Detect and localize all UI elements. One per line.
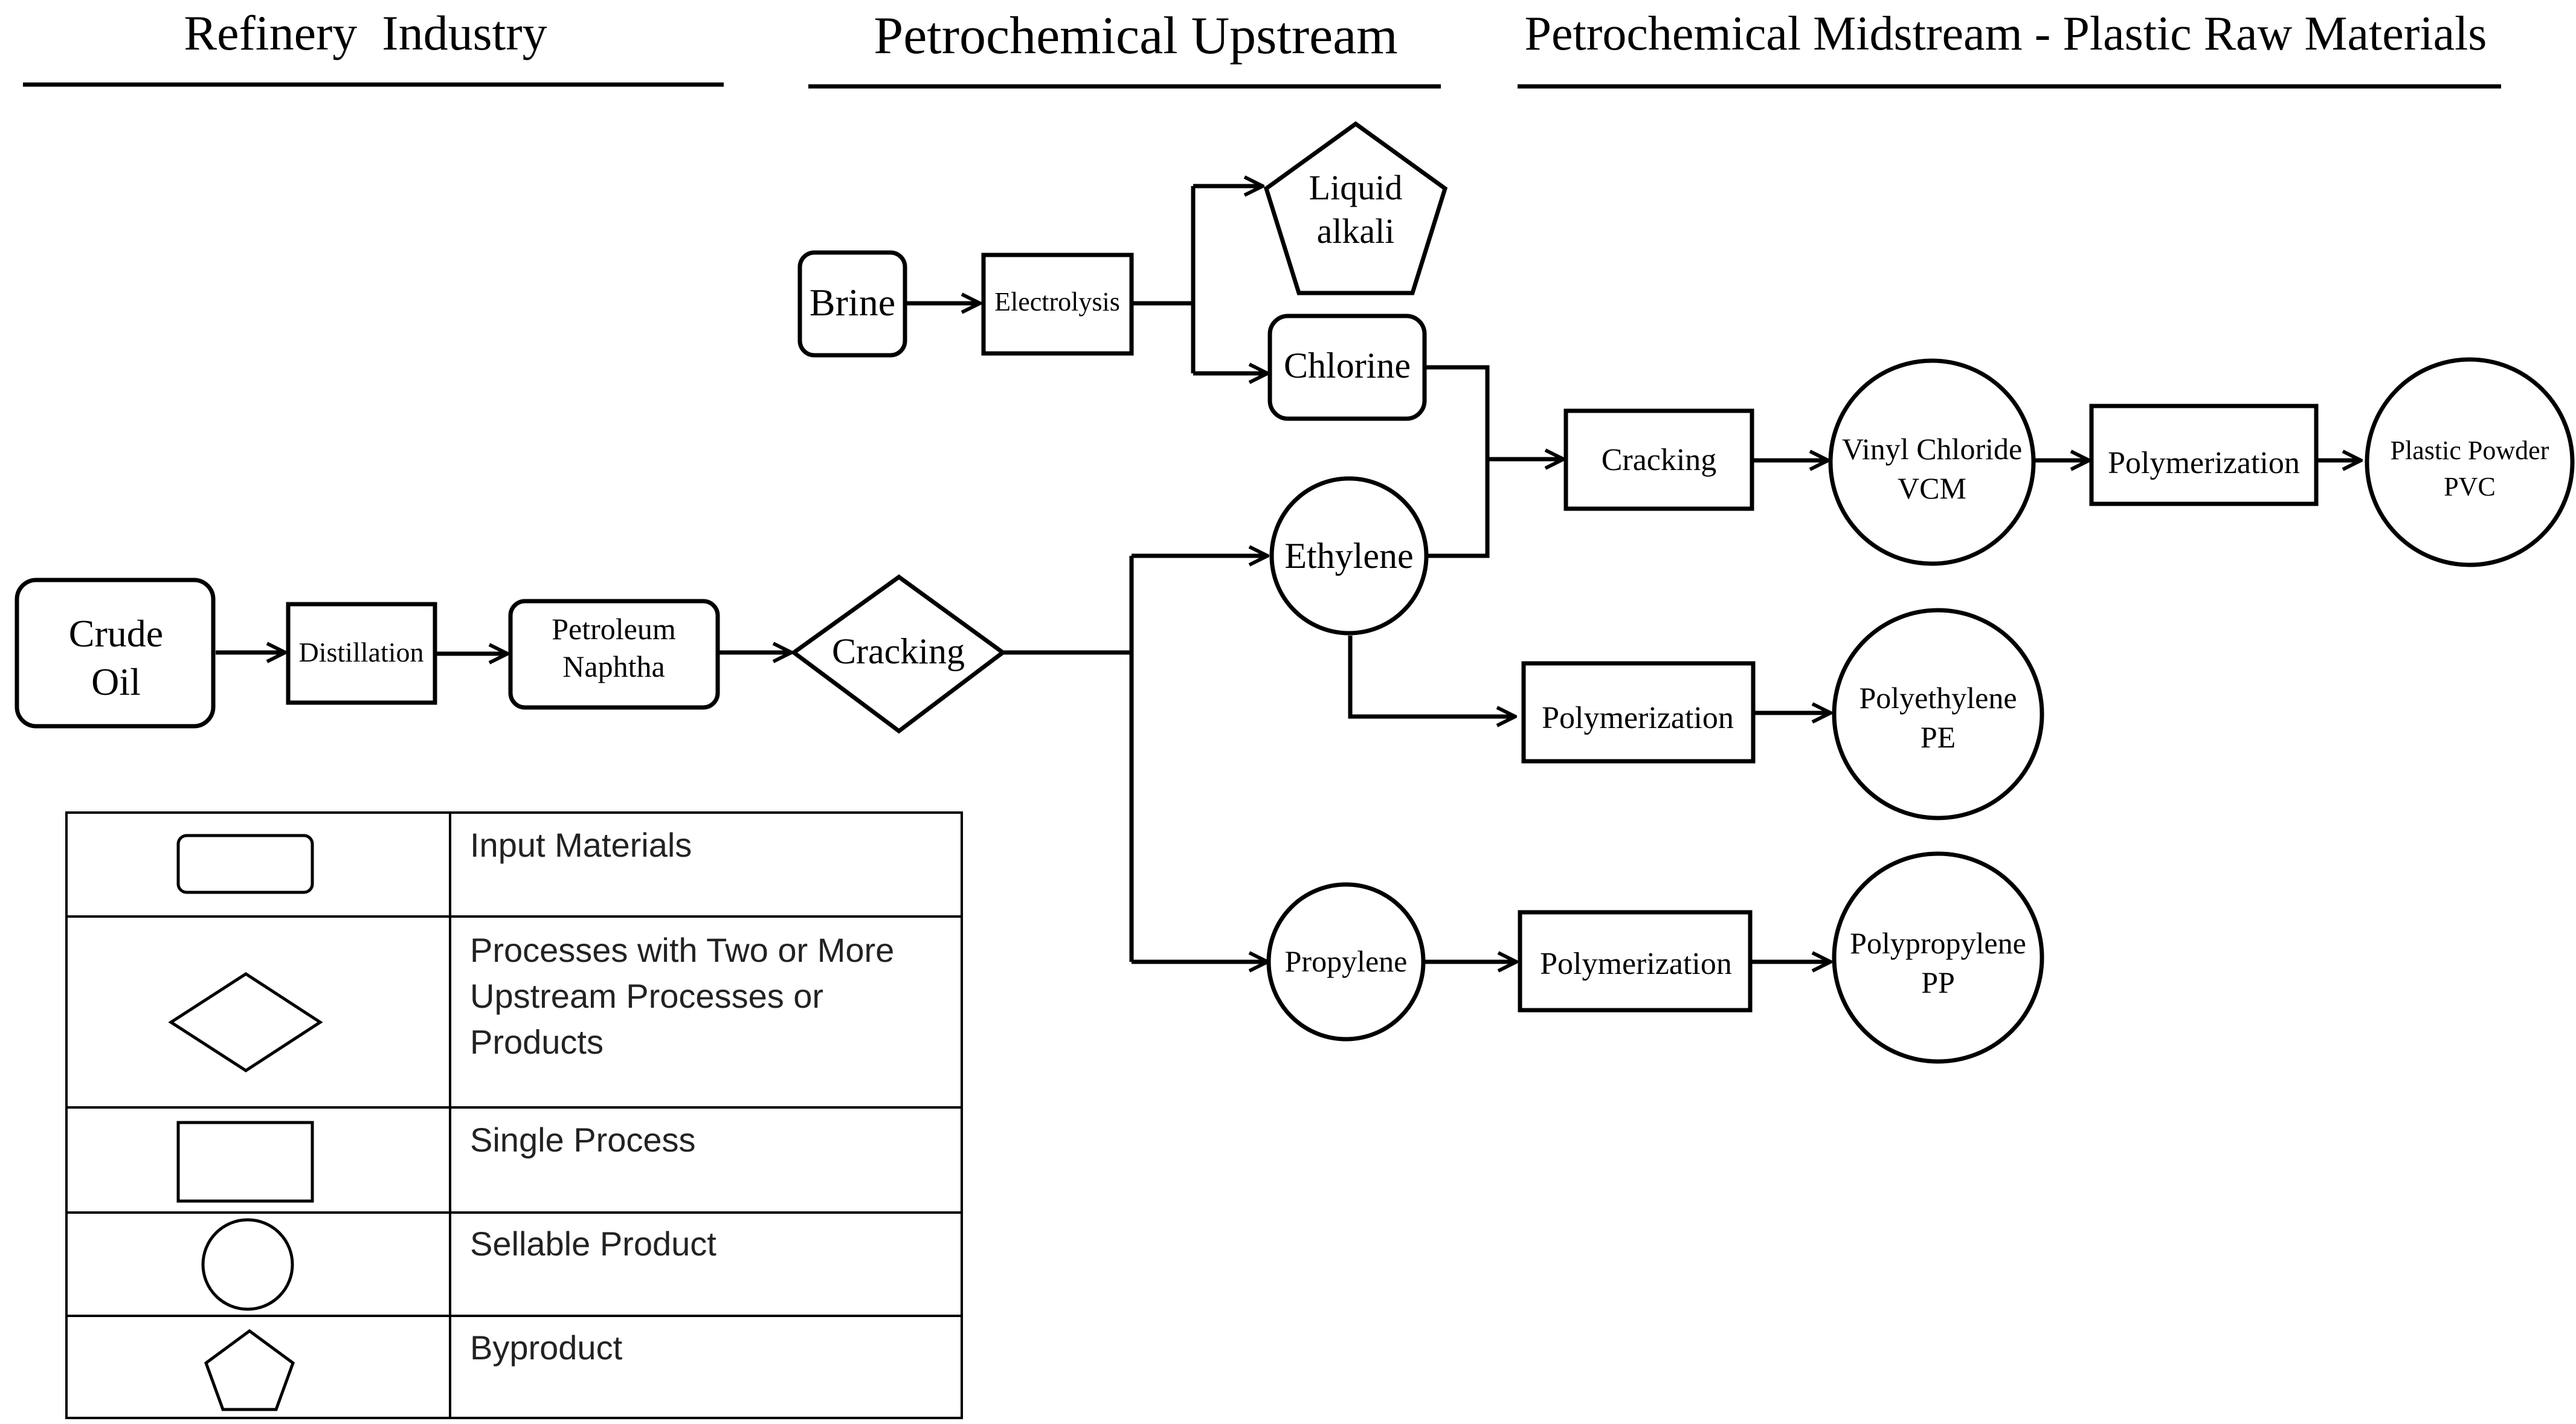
node-plastic-powder-pvc: Plastic Powder PVC	[2365, 357, 2575, 567]
naphtha-label-line-1: Petroleum	[552, 612, 676, 646]
header-midstream: Petrochemical Midstream - Plastic Raw Ma…	[1525, 7, 2487, 60]
arrow-ethylene-to-polymerization-pe	[1348, 636, 1515, 717]
vcm-label-line-1: Vinyl Chloride	[1842, 432, 2022, 466]
legend: Input Materials Processes with Two or Mo…	[65, 811, 963, 1419]
legend-label-processes-line-3: Products	[470, 1023, 604, 1061]
pe-label-line-2: PE	[1921, 720, 1956, 754]
node-liquid-alkali: Liquid alkali	[1263, 121, 1448, 295]
legend-label-processes-line-2: Upstream Processes or	[470, 977, 823, 1015]
line-chlorine-to-merge	[1425, 365, 1490, 558]
pp-label-line-1: Polypropylene	[1850, 926, 2026, 960]
node-vinyl-chloride: Vinyl Chloride VCM	[1828, 358, 2036, 566]
node-petroleum-naphtha: Petroleum Naphtha	[508, 599, 720, 710]
pvc-label-line-2: PVC	[2444, 472, 2496, 501]
vcm-label-line-2: VCM	[1898, 471, 1966, 505]
electrolysis-label: Electrolysis	[994, 287, 1120, 317]
chlorine-label: Chlorine	[1284, 346, 1411, 385]
legend-rounded-rectangle-icon	[176, 834, 314, 894]
legend-diamond-icon	[168, 972, 323, 1072]
pp-label-line-2: PP	[1921, 965, 1955, 999]
header-upstream: Petrochemical Upstream	[874, 7, 1397, 65]
liquid-alkali-label-line-1: Liquid	[1309, 168, 1403, 207]
connectors	[216, 186, 2361, 962]
node-polyethylene-pe: Polyethylene PE	[1832, 608, 2044, 820]
node-distillation: Distillation	[286, 602, 437, 705]
pvc-label-line-1: Plastic Powder	[2391, 436, 2549, 465]
legend-label-sellable-product: Sellable Product	[470, 1225, 716, 1263]
node-electrolysis: Electrolysis	[981, 253, 1134, 356]
ethylene-label: Ethylene	[1284, 536, 1413, 576]
node-polymerization-pvc: Polymerization	[2089, 404, 2319, 506]
cracking-main-label: Cracking	[832, 631, 965, 671]
legend-label-input-materials: Input Materials	[470, 826, 692, 864]
legend-label-single-process: Single Process	[470, 1121, 696, 1159]
legend-label-processes-line-1: Processes with Two or More	[470, 931, 894, 969]
cracking-vcm-label: Cracking	[1602, 443, 1717, 477]
legend-circle-icon	[201, 1218, 294, 1311]
brine-label: Brine	[810, 281, 895, 324]
polymerization-pe-label: Polymerization	[1542, 701, 1734, 735]
legend-pentagon-icon	[204, 1329, 295, 1411]
node-ethylene: Ethylene	[1269, 476, 1429, 636]
node-propylene: Propylene	[1266, 882, 1426, 1042]
node-crude-oil: Crude Oil	[14, 578, 216, 729]
header-refinery: Refinery Industry	[184, 5, 547, 60]
node-cracking-vcm: Cracking	[1563, 408, 1754, 511]
node-polymerization-pp: Polymerization	[1518, 910, 1753, 1013]
naphtha-label-line-2: Naphtha	[562, 649, 665, 683]
pe-label-line-1: Polyethylene	[1859, 681, 2017, 715]
distillation-label: Distillation	[299, 637, 424, 668]
propylene-label: Propylene	[1285, 944, 1408, 978]
crude-oil-label-line-1: Crude	[69, 612, 163, 655]
node-polymerization-pe: Polymerization	[1521, 661, 1756, 764]
node-polypropylene-pp: Polypropylene PP	[1832, 851, 2044, 1064]
polymerization-pp-label: Polymerization	[1540, 947, 1732, 981]
crude-oil-label-line-2: Oil	[91, 660, 141, 703]
polymerization-pvc-label: Polymerization	[2108, 446, 2300, 480]
liquid-alkali-label-line-2: alkali	[1317, 211, 1395, 251]
node-chlorine: Chlorine	[1267, 314, 1427, 421]
legend-label-byproduct: Byproduct	[470, 1329, 623, 1367]
node-cracking-main: Cracking	[790, 574, 1006, 734]
node-brine: Brine	[797, 250, 907, 358]
legend-rectangle-icon	[176, 1121, 314, 1203]
